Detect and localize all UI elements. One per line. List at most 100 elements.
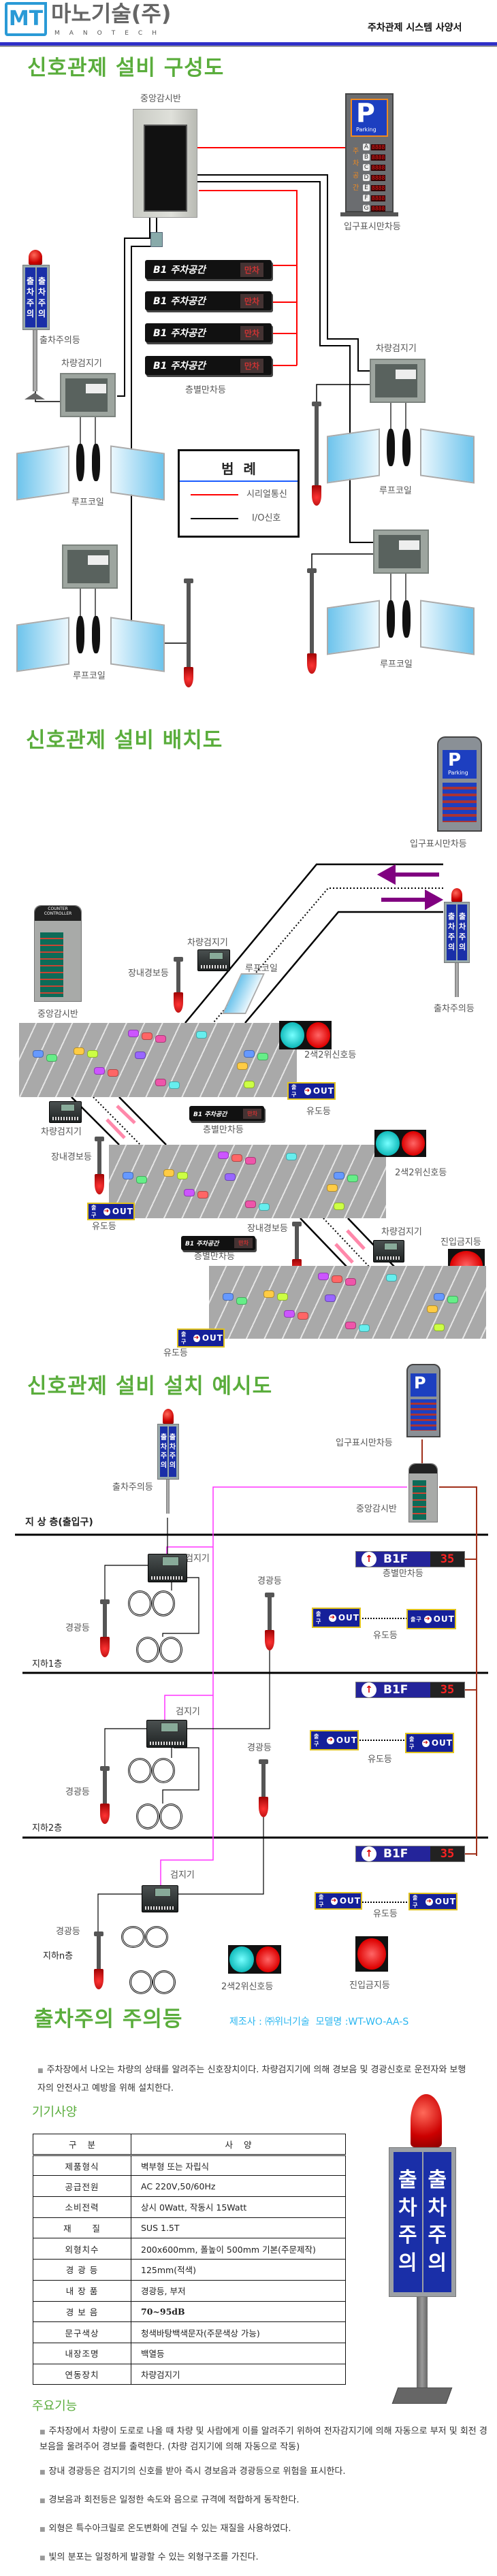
detector-label: 차량검지기 [41,1127,82,1137]
detector-1 [148,1554,187,1582]
guide-light: 출구➜OUT [315,1892,362,1910]
parked-car [327,1184,338,1192]
parked-car [108,1069,118,1077]
parked-car [257,1053,268,1060]
board-value: 35 [430,1846,464,1861]
parked-car [298,1312,308,1320]
floor-label-b1: 지하1층 [32,1659,63,1669]
guide-prefix: 출구 [181,1331,187,1345]
exit-sign-face: 출차주의 [37,267,47,327]
loop-coil-label: 루프코일 [379,486,412,496]
detector-label: 검지기 [185,1554,210,1564]
two-color-signal-2 [374,1130,426,1157]
arrow-right-icon: ➜ [304,1087,311,1095]
maker-model: 제조사 : ㈜위너기술 모델명 :WT-WO-AA-S [229,2017,409,2027]
up-arrow-icon: ↑ [362,1552,376,1567]
sign-row-digits: 8888 [371,144,386,150]
guide-prefix: 출구 [91,1205,97,1218]
loop-coil-panel [327,428,380,484]
parked-car [123,1172,133,1179]
spec-value: 125mm(적색) [131,2259,346,2281]
board-text: B1 주차공간 [153,265,206,276]
parked-car [33,1050,44,1058]
entrance-full-sign: P [406,1364,440,1437]
section-title-installation: 신호관제 설비 설치 예시도 [27,1374,273,1399]
sign-parking-text: Parking [448,770,468,776]
detector-2 [146,1720,187,1748]
bullet-icon: ■ [39,2498,46,2505]
parked-car [318,1273,329,1280]
ramp-arrow-down-2 [334,1243,354,1264]
spec-value: 경광등, 부저 [131,2279,346,2302]
spec-key: 내장조명 [33,2342,131,2364]
guide-prefix: 출구 [314,1733,320,1747]
alarm-light [174,957,183,1013]
parked-car [427,1305,438,1313]
header-bar [0,42,497,46]
company-name: 마노기술(주) [51,1,172,27]
detector-label-left: 차량검지기 [61,359,102,369]
parked-car [184,1189,195,1196]
vehicle-detector-left-2 [62,544,118,589]
parked-car [163,1169,174,1177]
parked-car [434,1324,445,1331]
entrance-sign-label: 입구표시만차등 [344,222,401,232]
sign-row-letter: D [363,174,370,181]
counter-controller: COUNTER CONTROLLER [34,905,82,1002]
parked-car [155,1035,166,1043]
arrow-right-icon: ➜ [327,1736,334,1744]
loop-coil-label: 루프코일 [73,671,106,681]
detector-label: 차량검지기 [187,938,228,948]
board-text: B1 주차공간 [193,1111,227,1118]
parked-car [169,1081,180,1089]
parked-car [286,1153,297,1160]
exit-sign-face: 출차주의 [169,1426,176,1477]
feature-item: ■주차장에서 차량이 도로로 나올 때 차량 및 사람에게 이를 알려주기 위하… [39,2424,489,2455]
signal-label-1: 2색2위신호등 [304,1050,357,1060]
floor-board-label: 층별만차등 [203,1125,244,1135]
spec-value: 200x600mm, 폴높이 500mm 기본(주문제작) [131,2238,346,2260]
parked-car [142,1032,153,1040]
coil-cable [76,616,84,653]
up-arrow-icon: ↑ [362,1846,376,1861]
arrow-right-icon: ➜ [423,1615,432,1623]
company-name-en: MANOTECH [54,30,166,37]
spec-key: 공급전원 [33,2175,131,2198]
guide-light-label: 유도등 [306,1107,331,1117]
parked-car [225,1173,236,1181]
loop-coil [136,1637,182,1663]
guide-light-2: 출구➜OUT [87,1203,135,1220]
alarm-light-label: 장내경보등 [128,968,169,979]
guide-text: OUT [112,1207,133,1216]
spec-value: 백열등 [131,2342,346,2364]
exit-sign-face: 출차주의 [25,267,35,327]
spec-value: 청색바탕백색문자(주문색상 가능) [131,2321,346,2343]
sign-base [340,212,398,216]
sign-p-letter: P [356,98,375,128]
central-panel-label: 중앙감시반 [37,1009,78,1020]
exit-sign-face: 출차주의 [160,1426,167,1477]
feature-item: ■경보음과 회전등은 일정한 속도와 음으로 규격에 적합하게 동작한다. [39,2493,489,2509]
warning-light-label: 경광등 [65,1623,90,1633]
bullet-icon: ■ [39,2555,46,2562]
spec-value: 벽부형 또는 자립식 [131,2154,346,2176]
bullet-icon: ■ [39,2469,46,2476]
parked-car [135,1051,146,1059]
guide-prefix: 출구 [291,1084,298,1098]
guide-light-1: 출구➜OUT [287,1082,336,1100]
legend-divider [180,480,298,482]
board-status: 만차 [240,358,263,373]
